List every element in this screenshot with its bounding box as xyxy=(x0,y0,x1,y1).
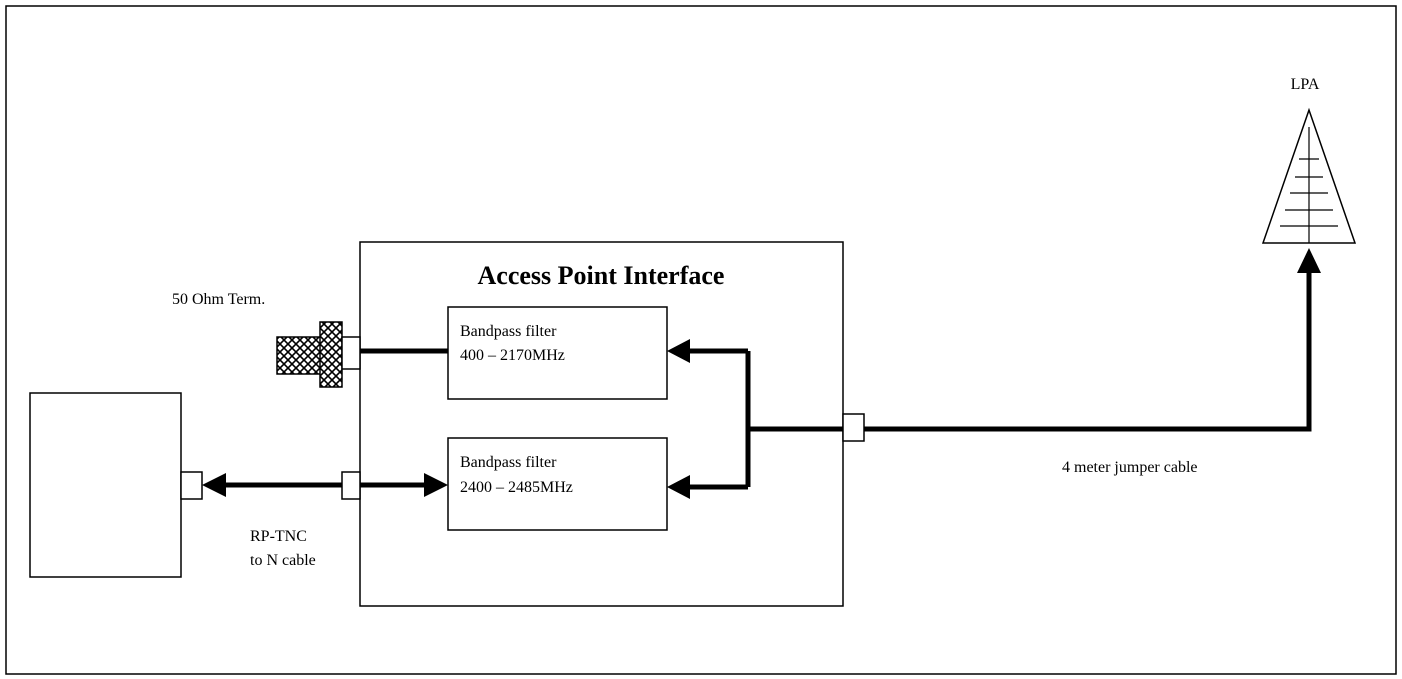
arrow-into-bottom-filter-icon xyxy=(667,475,690,499)
termination-port xyxy=(341,336,361,370)
arrow-to-device-icon xyxy=(202,473,226,497)
termination-plug-icon xyxy=(276,321,343,388)
jumper-cable-label: 4 meter jumper cable xyxy=(1062,459,1198,476)
arrow-into-bottom-filter-from-port-icon xyxy=(424,473,448,497)
termination-label: 50 Ohm Term. xyxy=(172,291,265,308)
diagram-frame xyxy=(5,5,1397,675)
antenna-label: LPA xyxy=(1291,76,1320,93)
arrow-to-antenna-icon xyxy=(1297,248,1321,273)
bandpass-filter-bottom-range: 2400 – 2485MHz xyxy=(460,479,573,496)
antenna-port xyxy=(842,413,865,442)
bandpass-filter-bottom: Bandpass filter 2400 – 2485MHz xyxy=(447,437,668,531)
lpa-antenna-icon xyxy=(1261,107,1357,244)
arrow-into-top-filter-icon xyxy=(667,339,690,363)
rp-tnc-label-line1: RP-TNC xyxy=(250,528,307,545)
radio-device-box xyxy=(29,392,182,578)
access-point-interface-title: Access Point Interface xyxy=(478,261,725,290)
rp-tnc-label-line2: to N cable xyxy=(250,552,316,569)
jumper-cable-line xyxy=(864,270,1312,432)
device-port xyxy=(180,471,203,500)
bandpass-filter-top-name: Bandpass filter xyxy=(460,323,557,340)
bandpass-filter-bottom-name: Bandpass filter xyxy=(460,454,557,471)
bandpass-filter-top-range: 400 – 2170MHz xyxy=(460,347,565,364)
ap-input-port xyxy=(341,471,361,500)
bandpass-filter-top: Bandpass filter 400 – 2170MHz xyxy=(447,306,668,400)
access-point-interface-box xyxy=(359,241,844,607)
